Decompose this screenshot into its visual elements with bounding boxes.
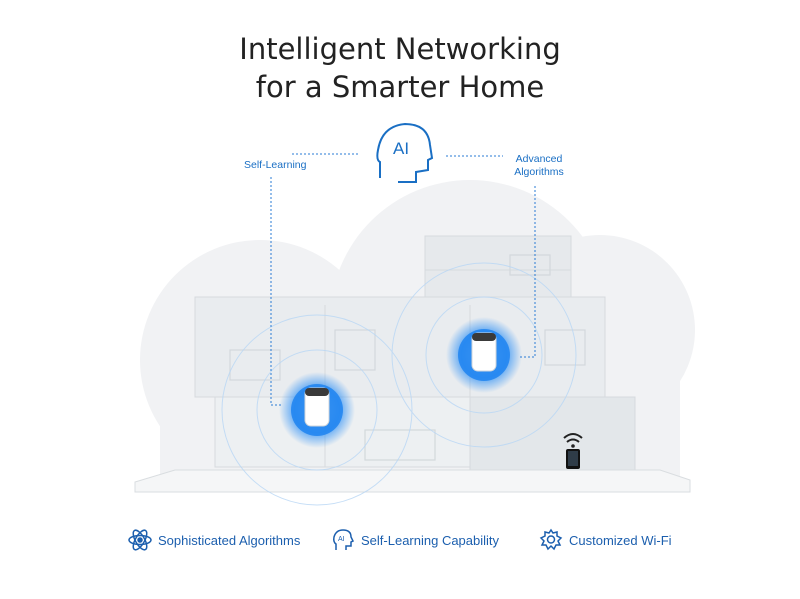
ai-mini-text: AI [338,536,345,543]
title-line-2: for a Smarter Home [255,70,545,104]
feature-list: Sophisticated Algorithms AI Self-Learnin… [0,525,800,557]
page-title: Intelligent Networking for a Smarter Hom… [0,30,800,106]
feature-label: Sophisticated Algorithms [158,532,301,548]
feature-label: Self-Learning Capability [361,532,500,548]
signal-rings [221,262,577,506]
router-right [446,317,522,393]
title-line-1: Intelligent Networking [239,32,561,66]
callout-right-line-2: Algorithms [514,166,564,178]
callout-connectors [270,153,536,406]
feature-label: Customized Wi-Fi [569,532,672,548]
ai-head-icon: AI [376,122,434,183]
phone-icon [563,433,583,469]
feature-sophisticated-algorithms: Sophisticated Algorithms [127,525,300,555]
ai-head-icon: AI [333,529,355,550]
feature-self-learning: AI Self-Learning Capability [330,525,499,555]
callout-right-line-1: Advanced [515,153,563,165]
atom-icon [128,529,152,551]
router-left [279,372,355,448]
callout-advanced-algorithms: Advanced Algorithms [504,153,574,179]
settings-brain-icon [539,528,563,551]
feature-customized-wifi: Customized Wi-Fi [538,525,672,555]
callout-self-learning: Self-Learning [244,159,307,171]
house-base [134,469,691,493]
ai-badge-text: AI [393,139,409,158]
